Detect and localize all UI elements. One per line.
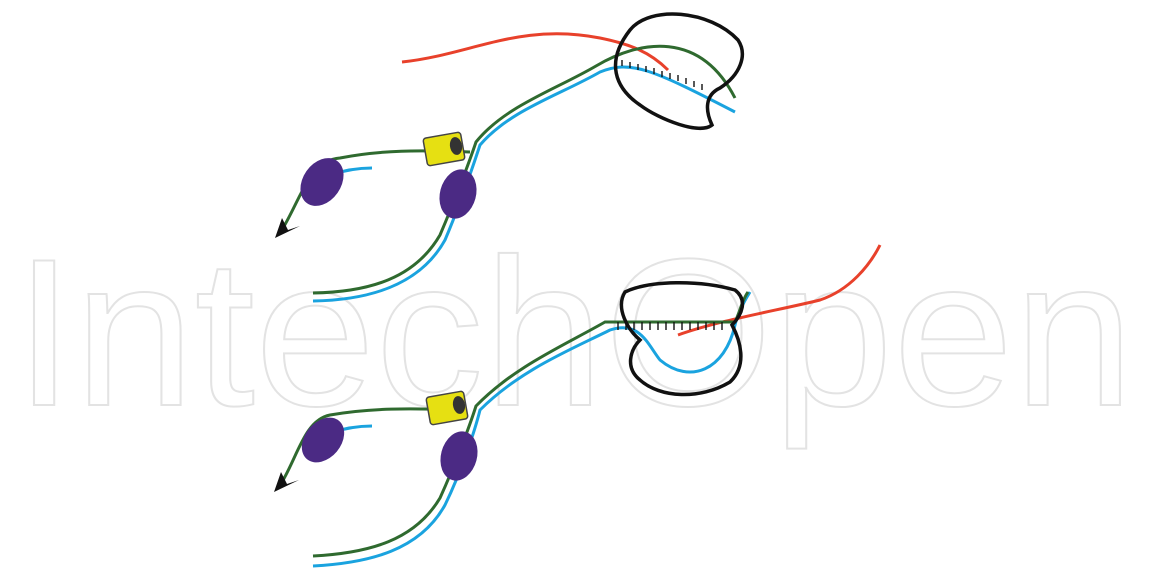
watermark-text: IntechOpen: [14, 215, 1134, 450]
ssb-protein-left: [292, 150, 353, 214]
sliding-clamp: [426, 391, 468, 425]
enzyme-outline: [616, 14, 743, 128]
sliding-clamp: [423, 132, 465, 166]
